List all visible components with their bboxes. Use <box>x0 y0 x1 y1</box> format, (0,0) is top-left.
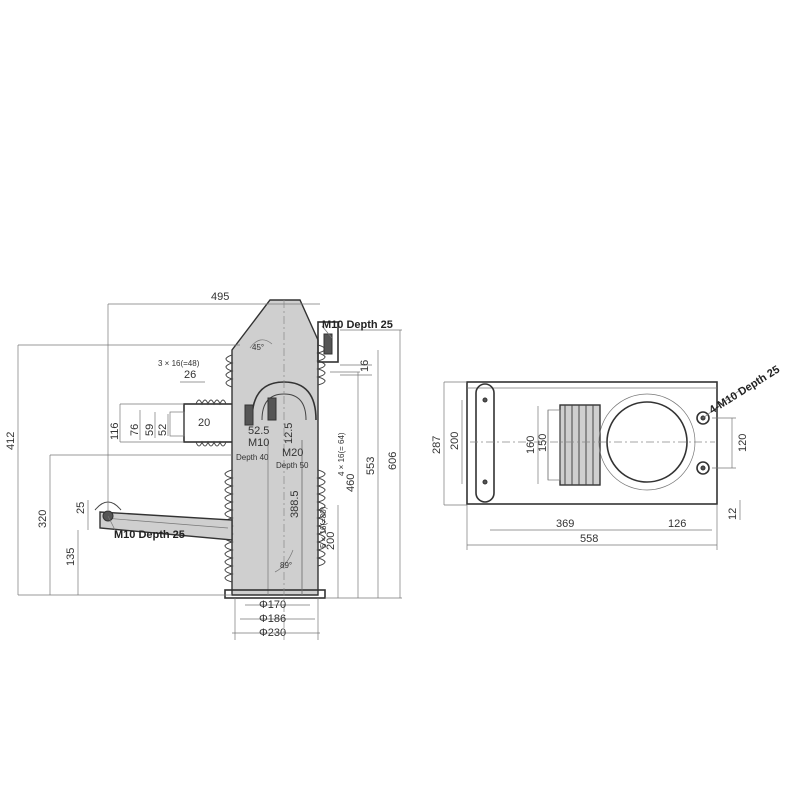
lower-left-arm <box>94 501 233 541</box>
note-depth-50: Depth 50 <box>276 461 309 470</box>
dim-59: 59 <box>144 424 156 436</box>
base-plate <box>224 589 326 599</box>
dim-76: 76 <box>129 424 141 436</box>
dim-12: 12 <box>727 508 739 520</box>
dim-135: 135 <box>65 548 77 566</box>
dim-388: 388.5 <box>289 490 301 518</box>
dim-320: 320 <box>37 510 49 528</box>
bellows <box>547 404 601 486</box>
dia-170: Φ170 <box>259 599 286 611</box>
note-pitch-low: 5 × 16(=80) <box>319 506 328 548</box>
front-view: 495 412 606 553 460 388.5 200 16 26 116 … <box>5 291 402 640</box>
dim-606: 606 <box>387 452 399 470</box>
left-slot <box>475 383 495 503</box>
dim-16: 16 <box>359 360 371 372</box>
note-m10-bottom: M10 Depth 25 <box>114 529 185 541</box>
note-m10-center: M10 <box>248 437 269 449</box>
dim-460: 460 <box>345 474 357 492</box>
dim-495: 495 <box>211 291 229 303</box>
dim-558: 558 <box>580 533 598 545</box>
dim-126: 126 <box>668 518 686 530</box>
dim-553: 553 <box>365 457 377 475</box>
dim-287: 287 <box>431 436 443 454</box>
dim-12-5: 12.5 <box>283 423 295 444</box>
dim-160: 160 <box>525 436 537 454</box>
note-angle-89: 89° <box>280 561 292 570</box>
dim-26: 26 <box>184 369 196 381</box>
top-view: 287 200 160 150 120 12 369 126 558 4-M10… <box>431 364 782 550</box>
dim-52-5: 52.5 <box>248 425 269 437</box>
dim-200-top: 200 <box>449 432 461 450</box>
main-body <box>224 299 339 596</box>
note-depth-40: Depth 40 <box>236 453 269 462</box>
dim-200-front: 200 <box>325 532 337 550</box>
dim-120: 120 <box>737 434 749 452</box>
note-pitch-right: 4 × 16(= 64) <box>337 432 346 476</box>
dim-52: 52 <box>157 424 169 436</box>
note-angle-45: 45° <box>252 343 264 352</box>
dia-230: Φ230 <box>259 627 286 639</box>
top-plate <box>466 381 718 505</box>
dia-186: Φ186 <box>259 613 286 625</box>
note-4-m10: 4-M10 Depth 25 <box>707 364 782 417</box>
dim-25-left: 25 <box>75 502 87 514</box>
dim-150: 150 <box>537 434 549 452</box>
note-pitch-top: 3 × 16(=48) <box>158 359 200 368</box>
dim-369: 369 <box>556 518 574 530</box>
hole-top-right <box>696 411 710 425</box>
dim-412: 412 <box>5 432 17 450</box>
front-dimension-lines <box>17 300 402 640</box>
note-m20: M20 <box>282 447 303 459</box>
dim-20: 20 <box>198 417 210 429</box>
dim-116: 116 <box>109 422 121 440</box>
main-circle <box>606 401 688 483</box>
hole-bottom-right <box>696 461 710 475</box>
note-m10-top: M10 Depth 25 <box>322 319 393 331</box>
